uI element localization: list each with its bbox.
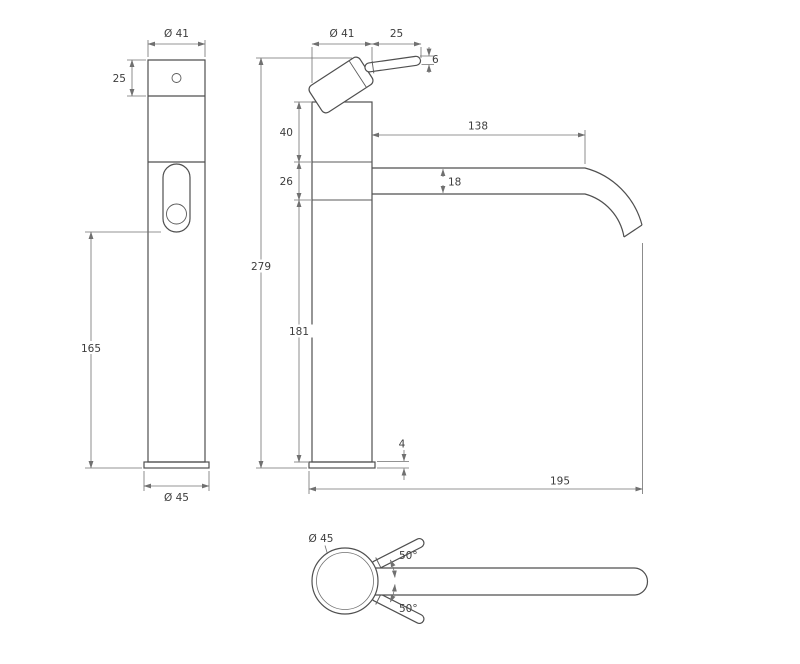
side-spout-reach-label: 138 — [468, 121, 488, 133]
dim-side-overall-reach: 195 — [308, 243, 643, 494]
dim-front-base-diameter: Ø 45 — [143, 471, 210, 504]
front-top-diameter-label: Ø 41 — [164, 28, 189, 40]
dim-side-base-plate-height: 4 — [377, 439, 409, 480]
side-total-height-label: 279 — [251, 261, 271, 273]
front-outlet-height-label: 165 — [81, 343, 101, 355]
faucet-side-body-joints — [312, 161, 372, 201]
side-top-diameter-label: Ø 41 — [330, 28, 355, 40]
side-upper-section-label: 40 — [280, 127, 293, 139]
side-overall-reach-label: 195 — [550, 476, 570, 488]
front-base-diameter-label: Ø 45 — [164, 492, 189, 504]
dim-front-cap-height: 25 — [113, 59, 146, 97]
faucet-side-handle-rod — [364, 55, 422, 74]
dim-side-spout-section: 26 — [280, 161, 311, 201]
side-spout-section-label: 26 — [280, 176, 294, 188]
dim-front-top-diameter: Ø 41 — [147, 28, 206, 57]
faucet-front-body — [147, 59, 206, 463]
dim-side-total-height: 279 — [245, 57, 352, 469]
dim-side-top-diameter: Ø 41 — [311, 28, 373, 83]
side-handle-length-label: 25 — [390, 28, 403, 40]
dim-side-spout-reach: 138 — [371, 121, 586, 164]
dim-plan-swivel-upper: 50° — [389, 550, 418, 578]
faucet-plan-body-inner-circle — [316, 552, 374, 610]
faucet-side-spout — [372, 167, 643, 238]
dim-plan-swivel-lower: 50° — [389, 584, 418, 615]
faucet-side-body — [311, 101, 373, 463]
side-lower-body-height-label: 181 — [289, 326, 309, 338]
side-view-dimensions: Ø 41 25 6 40 — [245, 28, 643, 494]
dim-plan-base-diameter: Ø 45 — [309, 533, 334, 555]
dim-side-handle-length: 25 — [371, 28, 422, 58]
side-base-plate-height-label: 4 — [399, 439, 406, 451]
faucet-side-base — [308, 461, 376, 469]
dim-side-handle-tip-diameter: 6 — [420, 47, 439, 73]
faucet-front-spout-outlet — [162, 163, 191, 233]
faucet-front-base — [143, 461, 210, 469]
plan-view — [311, 537, 649, 625]
side-handle-tip-diameter-label: 6 — [432, 54, 439, 66]
dim-side-upper-section: 40 — [280, 101, 311, 163]
faucet-plan-body-circle — [311, 547, 379, 615]
front-view — [143, 59, 210, 469]
faucet-front-outlet-hole — [166, 203, 187, 225]
dim-front-outlet-height: 165 — [75, 231, 161, 469]
front-cap-height-label: 25 — [113, 73, 126, 85]
front-view-dimensions: Ø 41 25 165 Ø 45 — [75, 28, 210, 504]
dim-side-lower-body-height: 181 — [283, 199, 315, 463]
faucet-front-indicator-dot — [171, 73, 182, 83]
plan-base-diameter-label: Ø 45 — [309, 533, 334, 545]
plan-view-dimensions: Ø 45 50° 50° — [309, 533, 418, 615]
side-view — [308, 55, 643, 469]
side-spout-tube-diameter-label: 18 — [448, 177, 461, 189]
plan-swivel-lower-label: 50° — [399, 603, 418, 615]
plan-swivel-upper-label: 50° — [399, 550, 418, 562]
faucet-plan-spout — [375, 567, 649, 596]
dim-side-spout-tube-diameter: 18 — [440, 168, 461, 194]
